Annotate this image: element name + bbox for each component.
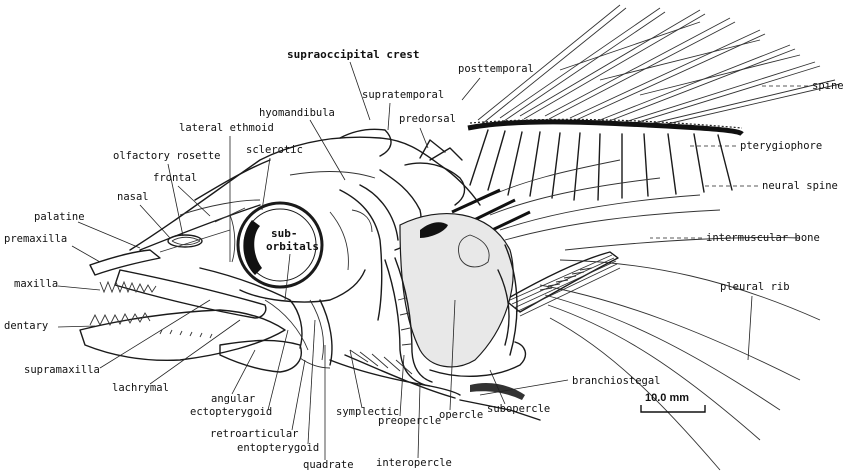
label-olfactory-rosette: olfactory rosette	[113, 150, 220, 162]
label-retroarticular: retroarticular	[210, 428, 299, 440]
label-suborbitals-2: orbitals	[266, 240, 319, 253]
label-supramaxilla: supramaxilla	[24, 364, 100, 376]
label-supratemporal: supratemporal	[362, 89, 444, 101]
label-quadrate: quadrate	[303, 459, 354, 471]
label-preopercle: preopercle	[378, 415, 441, 427]
label-entopterygoid: entopterygoid	[237, 442, 319, 454]
pterygiophores	[470, 130, 732, 200]
label-nasal: nasal	[117, 191, 149, 203]
scale-bar-label: 10.0 mm	[645, 392, 689, 404]
opercle	[400, 214, 513, 367]
label-palatine: palatine	[34, 211, 85, 223]
hyomandibula	[340, 185, 398, 320]
label-dentary: dentary	[4, 320, 48, 332]
label-neural-spine: neural spine	[762, 180, 838, 192]
label-opercle: opercle	[439, 409, 483, 421]
label-angular: angular	[211, 393, 255, 405]
pectoral-fin	[505, 252, 620, 316]
label-predorsal: predorsal	[399, 113, 456, 125]
label-maxilla: maxilla	[14, 278, 58, 290]
label-ectopterygoid: ectopterygoid	[190, 406, 272, 418]
label-pleural-rib: pleural rib	[720, 281, 790, 293]
label-spine: spine	[812, 80, 844, 92]
label-premaxilla: premaxilla	[4, 233, 67, 245]
label-subopercle: subopercle	[487, 403, 550, 415]
label-suborbitals-1: sub-	[271, 227, 298, 240]
label-lachrymal: lachrymal	[112, 382, 169, 394]
label-intermuscular-bone: intermuscular bone	[706, 232, 820, 244]
label-supraoccipital-crest: supraoccipital crest	[287, 48, 419, 61]
scale-bar: 10.0 mm	[641, 392, 705, 412]
label-branchiostegal: branchiostegal	[572, 375, 661, 387]
dorsal-fin-base	[468, 119, 742, 134]
olfactory-rosette	[168, 235, 202, 247]
label-lateral-ethmoid: lateral ethmoid	[179, 122, 274, 134]
lower-jaw	[80, 310, 330, 372]
label-posttemporal: posttemporal	[458, 63, 534, 75]
label-pterygiophore: pterygiophore	[740, 140, 822, 152]
label-hyomandibula: hyomandibula	[259, 107, 335, 119]
label-frontal: frontal	[153, 172, 197, 184]
label-sclerotic: sclerotic	[246, 144, 303, 156]
label-interopercle: interopercle	[376, 457, 452, 469]
